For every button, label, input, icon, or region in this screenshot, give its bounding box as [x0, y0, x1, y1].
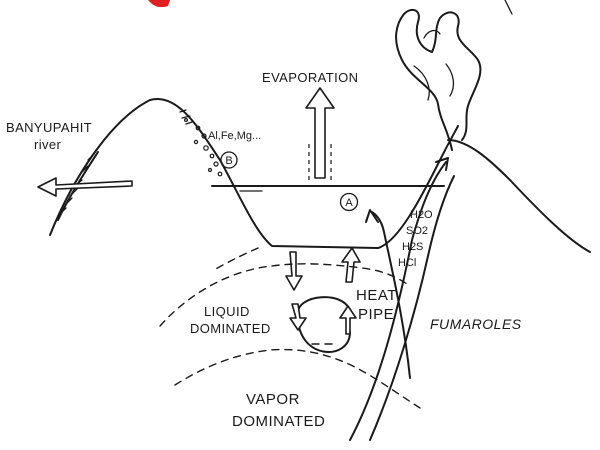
seepage-arrow-left [285, 251, 303, 291]
top-stroke-fragment [504, 0, 513, 15]
metals-label: Al,Fe,Mg... [208, 130, 261, 142]
fumarole-arrow-inner-head [365, 209, 379, 223]
river-name-label: BANYUPAHIT [6, 120, 92, 135]
river-word-label: river [34, 137, 62, 152]
vapor-dominated-line1: VAPOR [246, 391, 300, 408]
gas-h2s-label: H2S [402, 241, 423, 253]
evaporation-label: EVAPORATION [262, 70, 358, 85]
steam-plume-icon [395, 8, 482, 151]
river-outflow-arrow-icon [37, 177, 133, 197]
vapor-zone-boundary [174, 348, 421, 409]
fumaroles-label: FUMAROLES [430, 316, 522, 332]
circulation-loop-icon [296, 296, 351, 353]
gas-so2-label: SO2 [406, 225, 428, 237]
precipitate-dots [184, 117, 223, 177]
marker-b-label: B [225, 155, 232, 167]
loop-arrow-up [339, 305, 357, 335]
evaporation-arrow-icon [305, 87, 335, 179]
plume-inner-swirl [413, 29, 455, 101]
right-flank [447, 139, 591, 253]
gas-hcl-label: HCl [398, 257, 416, 269]
seepage-arrow-right [341, 247, 361, 283]
heat-pipe-line2: PIPE [358, 306, 394, 323]
marker-a-circle [339, 192, 359, 212]
slope-hatching [179, 109, 193, 125]
fumarole-arrow-outer [349, 161, 447, 441]
liquid-dominated-line1: LIQUID [204, 304, 250, 319]
liquid-dominated-line2: DOMINATED [190, 321, 271, 336]
marker-a-label: A [345, 197, 353, 209]
heat-pipe-line1: HEAT [356, 287, 397, 304]
red-mark-fragment [148, 0, 170, 8]
vapor-dominated-line2: DOMINATED [232, 413, 325, 430]
fumarole-arrow-mid [369, 175, 455, 441]
crater-profile [49, 97, 459, 249]
fumarole-arrow-inner [371, 211, 411, 379]
gas-h2o-label: H2O [410, 209, 433, 221]
loop-arrow-down [289, 303, 307, 331]
marker-b-circle [220, 151, 238, 169]
liquid-zone-boundary [159, 263, 411, 327]
fumarole-arrow-outer-head [435, 157, 449, 171]
lake-bottom-dash [213, 247, 259, 271]
